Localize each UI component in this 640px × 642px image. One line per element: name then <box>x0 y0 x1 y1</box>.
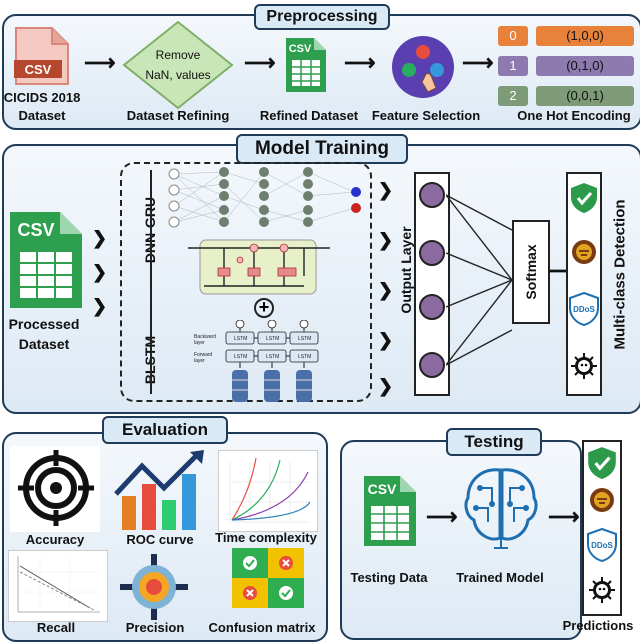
svg-text:CSV: CSV <box>368 481 397 497</box>
svg-text:CSV: CSV <box>25 62 52 77</box>
confusion-matrix-icon <box>232 548 304 608</box>
output-node <box>419 182 445 208</box>
svg-text:LSTM: LSTM <box>298 354 311 360</box>
output-node <box>419 240 445 266</box>
chevron-right-icon: ❯ <box>378 376 394 396</box>
feature-selection-icon <box>392 36 454 98</box>
chevron-right-icon: ❯ <box>92 228 108 248</box>
one-hot-encoding-label: One Hot Encoding <box>517 108 631 123</box>
arrow-icon: ⟶ <box>84 50 116 75</box>
feature-selection-label: Feature Selection <box>371 108 481 123</box>
softmax-label: Softmax <box>523 244 539 300</box>
encoding-num-1: 1 <box>498 56 528 76</box>
svg-text:LSTM: LSTM <box>266 354 279 360</box>
arrow-icon: ⟶ <box>344 50 376 75</box>
precision-label: Precision <box>125 620 185 635</box>
dnn-network-diagram <box>168 167 361 228</box>
testing-title: Testing <box>446 428 542 456</box>
dataset-label-2: Dataset <box>18 108 66 123</box>
softmax-connections <box>446 194 513 366</box>
nan-values-label: NaN, values <box>145 68 211 82</box>
chevron-right-icon: ❯ <box>378 280 394 300</box>
precision-icon <box>120 554 188 620</box>
svg-text:DDoS: DDoS <box>573 305 595 314</box>
time-complexity-chart <box>229 457 311 523</box>
evaluation-title: Evaluation <box>102 416 228 444</box>
csv-file-icon: CSV <box>14 27 69 85</box>
malware-icon <box>590 488 614 512</box>
svg-text:Backward: Backward <box>194 334 216 340</box>
gru-cell-diagram <box>188 239 330 295</box>
preprocessing-title: Preprocessing <box>254 4 390 30</box>
encoding-vec-2: (0,0,1) <box>536 86 634 106</box>
encoding-num-0: 0 <box>498 26 528 46</box>
recall-label: Recall <box>36 620 76 635</box>
chevron-right-icon: ❯ <box>92 262 108 282</box>
remove-nan-diamond <box>122 20 234 110</box>
ddos-shield-icon: DDoS <box>569 292 599 326</box>
processed-label: Processed <box>8 316 80 332</box>
chevron-right-icon: ❯ <box>92 296 108 316</box>
chevron-right-icon: ❯ <box>378 180 394 200</box>
svg-text:LSTM: LSTM <box>234 354 247 360</box>
softmax-box <box>512 220 550 324</box>
csv-green-icon: CSV <box>286 38 326 92</box>
bot-attack-icon <box>571 353 597 379</box>
roc-curve-icon <box>114 450 204 530</box>
model-divider <box>150 170 152 394</box>
arrow-icon: ⟶ <box>548 504 580 529</box>
svg-text:CSV: CSV <box>289 43 312 55</box>
dataset-refining-label: Dataset Refining <box>126 108 230 123</box>
svg-text:CSV: CSV <box>17 220 54 240</box>
remove-label: Remove <box>155 48 201 62</box>
recall-card <box>8 550 108 622</box>
encoding-vec-0: (1,0,0) <box>536 26 634 46</box>
output-node <box>419 294 445 320</box>
svg-text:LSTM: LSTM <box>234 336 247 342</box>
accuracy-label: Accuracy <box>25 532 85 547</box>
plus-icon: + <box>254 298 274 318</box>
testing-data-label: Testing Data <box>350 570 428 585</box>
time-complexity-label: Time complexity <box>215 530 317 545</box>
chevron-right-icon: ❯ <box>378 230 394 250</box>
processed-csv-icon: CSV <box>10 212 82 308</box>
encoding-num-2: 2 <box>498 86 528 106</box>
encoding-vec-1: (0,1,0) <box>536 56 634 76</box>
svg-text:layer: layer <box>194 340 205 346</box>
model-training-title: Model Training <box>236 134 408 164</box>
roc-curve-label: ROC curve <box>126 532 194 547</box>
target-icon <box>18 450 94 526</box>
arrow-icon: ⟶ <box>426 504 458 529</box>
refined-dataset-label: Refined Dataset <box>259 108 359 123</box>
shield-check-icon <box>588 447 616 479</box>
ddos-shield-icon: DDoS <box>587 528 617 562</box>
chevron-right-icon: ❯ <box>378 330 394 350</box>
brain-icon <box>464 468 538 549</box>
malware-icon <box>572 240 596 264</box>
svg-text:LSTM: LSTM <box>298 336 311 342</box>
svg-text:DDoS: DDoS <box>591 541 613 550</box>
bot-attack-icon <box>589 577 615 603</box>
output-node <box>419 352 445 378</box>
processed-dataset-label: Dataset <box>18 336 70 352</box>
output-layer-label: Output Layer <box>398 226 414 314</box>
multiclass-detection-label: Multi-class Detection <box>611 199 629 350</box>
trained-model-label: Trained Model <box>456 570 544 585</box>
svg-text:layer: layer <box>194 358 205 364</box>
svg-text:Forward: Forward <box>194 352 213 358</box>
svg-text:LSTM: LSTM <box>266 336 279 342</box>
arrow-icon: ⟶ <box>462 50 494 75</box>
predictions-label: Predictions <box>562 618 634 633</box>
confusion-matrix-label: Confusion matrix <box>208 620 316 635</box>
recall-chart <box>17 556 100 613</box>
arrow-icon: ⟶ <box>244 50 276 75</box>
shield-check-icon <box>571 183 597 213</box>
dataset-label: CICIDS 2018 <box>3 90 81 105</box>
testing-csv-icon: CSV <box>364 476 416 546</box>
